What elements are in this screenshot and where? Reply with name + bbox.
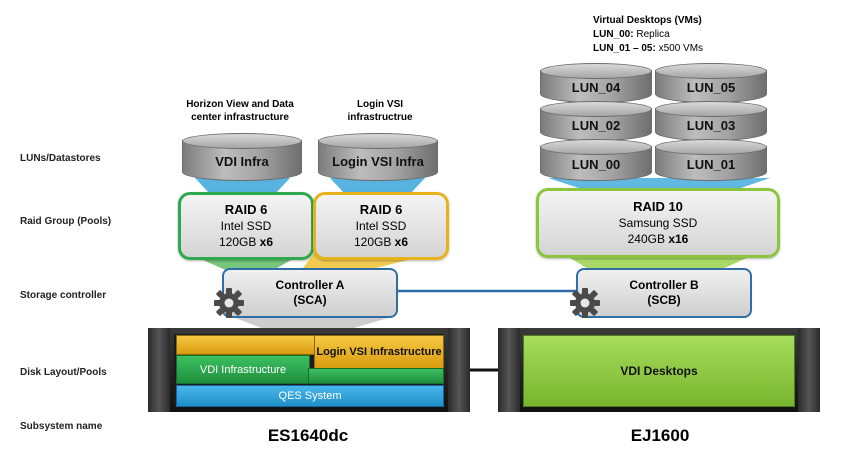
row-label-luns: LUNs/Datastores (20, 153, 101, 164)
raid-size: 240GB (627, 232, 669, 246)
controller-b: Controller B (SCB) (576, 268, 752, 318)
pool-vdi-infra-ext (308, 368, 444, 384)
lun-label: Login VSI Infra (332, 153, 424, 169)
controller-code: (SCA) (293, 293, 327, 307)
raid-count: x6 (394, 235, 409, 249)
lun-vdi-infra: VDI Infra (182, 133, 302, 181)
lun-label: LUN_04 (571, 79, 621, 95)
enclosure-ear (498, 328, 520, 412)
vm-header-title: Virtual Desktops (VMs) (593, 15, 702, 26)
raid-media: Intel SSD (220, 219, 272, 233)
raid-size: 120GB (218, 235, 260, 249)
lun-label: LUN_01 (686, 156, 736, 172)
vm-header-lun01-val: x500 VMs (655, 43, 704, 54)
raid-count: x6 (259, 235, 274, 249)
lun-03: LUN_03 (655, 101, 767, 141)
raid-group-raid6-a: RAID 6 Intel SSD 120GB x6 (178, 192, 314, 260)
lun-label: LUN_05 (686, 79, 736, 95)
pool-vdi-infra: VDI Infrastructure (176, 355, 310, 384)
row-label-raid: Raid Group (Pools) (20, 216, 112, 227)
raid-group-raid6-b: RAID 6 Intel SSD 120GB x6 (313, 192, 449, 260)
vm-header-lun00-key: LUN_00: (593, 29, 634, 40)
subsystem-name-right: EJ1600 (630, 426, 690, 445)
lun-04: LUN_04 (540, 63, 652, 103)
lun-02: LUN_02 (540, 101, 652, 141)
lun-label: VDI Infra (215, 153, 269, 169)
gear-icon (214, 288, 244, 318)
controller-a: Controller A (SCA) (222, 268, 398, 318)
lun-01: LUN_01 (655, 139, 767, 181)
lun-label: LUN_02 (571, 117, 621, 133)
controller-code: (SCB) (647, 293, 681, 307)
caption-horizon: Horizon View and Data center infrastruct… (186, 99, 294, 123)
gear-icon (570, 288, 600, 318)
lun-label: LUN_00 (571, 156, 621, 172)
vm-header: Virtual Desktops (VMs) LUN_00: Replica L… (593, 14, 773, 56)
vm-header-lun01-key: LUN_01 – 05: (593, 43, 656, 54)
lun-00: LUN_00 (540, 139, 652, 181)
raid-media: Intel SSD (355, 219, 407, 233)
lun-login-vsi-infra: Login VSI Infra (318, 133, 438, 181)
pool-qes: QES System (176, 385, 444, 407)
controller-name: Controller A (275, 278, 345, 292)
pool-login-vsi: Login VSI Infrastructure (314, 335, 444, 369)
lun-label: LUN_03 (686, 117, 736, 133)
raid-title: RAID 10 (633, 199, 683, 214)
raid-count: x16 (668, 232, 689, 246)
enclosure-ear (798, 328, 820, 412)
pool-vdi-desktops: VDI Desktops (523, 335, 795, 407)
row-label-disk: Disk Layout/Pools (20, 367, 107, 378)
vm-header-lun00-val: Replica (633, 29, 670, 40)
controller-name: Controller B (629, 278, 699, 292)
caption-login-vsi: Login VSI infrastructrue (347, 99, 413, 123)
lun-05: LUN_05 (655, 63, 767, 103)
raid-title: RAID 6 (224, 202, 268, 217)
raid-group-raid10: RAID 10 Samsung SSD 240GB x16 (536, 188, 780, 258)
raid-media: Samsung SSD (618, 216, 698, 230)
subsystem-name-left: ES1640dc (267, 426, 349, 445)
raid-size: 120GB (353, 235, 395, 249)
enclosure-ear (148, 328, 170, 412)
enclosure-ear (448, 328, 470, 412)
row-label-subsystem: Subsystem name (20, 421, 103, 432)
raid-title: RAID 6 (359, 202, 403, 217)
row-label-controller: Storage controller (20, 290, 107, 301)
